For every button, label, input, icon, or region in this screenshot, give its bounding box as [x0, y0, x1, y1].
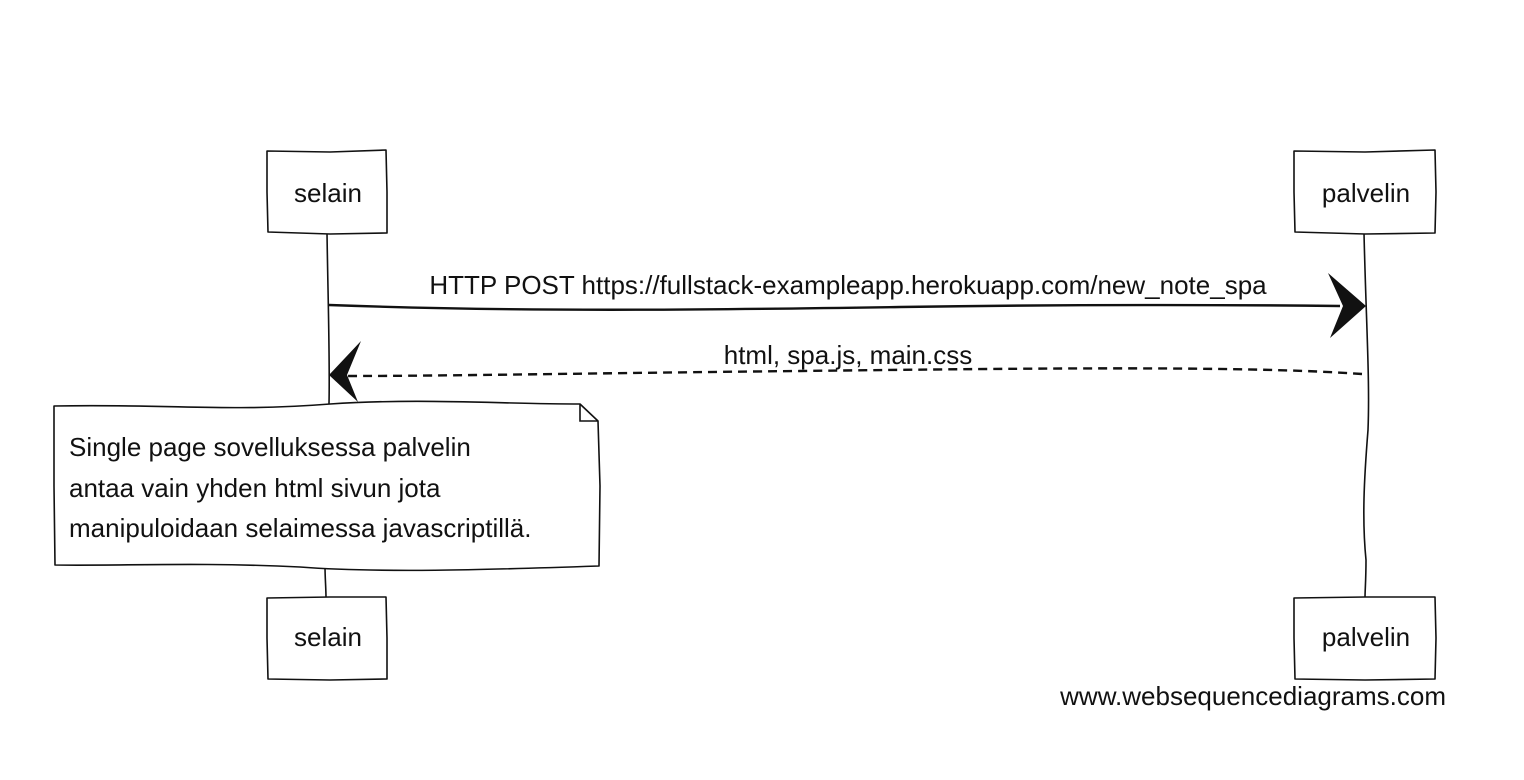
note-line-3: manipuloidaan selaimessa javascriptillä.: [69, 513, 531, 543]
participant-selain-top-label: selain: [294, 178, 362, 208]
message-response-line: [344, 367, 1363, 378]
participant-palvelin-bottom-label: palvelin: [1322, 622, 1410, 652]
message-response: html, spa.js, main.css: [329, 340, 1363, 402]
participant-palvelin-top-label: palvelin: [1322, 178, 1410, 208]
participant-selain-bottom-label: selain: [294, 622, 362, 652]
message-request-label: HTTP POST https://fullstack-exampleapp.h…: [429, 270, 1267, 300]
lifeline-palvelin: [1363, 232, 1370, 599]
message-response-arrowhead: [329, 341, 361, 402]
participant-palvelin-top: palvelin: [1293, 149, 1437, 235]
note-box: Single page sovelluksessa palvelin antaa…: [53, 400, 601, 572]
message-request: HTTP POST https://fullstack-exampleapp.h…: [328, 270, 1366, 338]
message-request-arrowhead: [1328, 273, 1366, 338]
watermark: www.websequencediagrams.com: [1059, 681, 1446, 711]
note-line-1: Single page sovelluksessa palvelin: [69, 432, 471, 462]
note-line-2: antaa vain yhden html sivun jota: [69, 473, 441, 503]
participant-palvelin-bottom: palvelin: [1293, 596, 1437, 681]
message-request-line: [328, 303, 1341, 311]
participant-selain-top: selain: [266, 149, 388, 235]
message-response-label: html, spa.js, main.css: [724, 340, 973, 370]
participant-selain-bottom: selain: [266, 596, 388, 681]
